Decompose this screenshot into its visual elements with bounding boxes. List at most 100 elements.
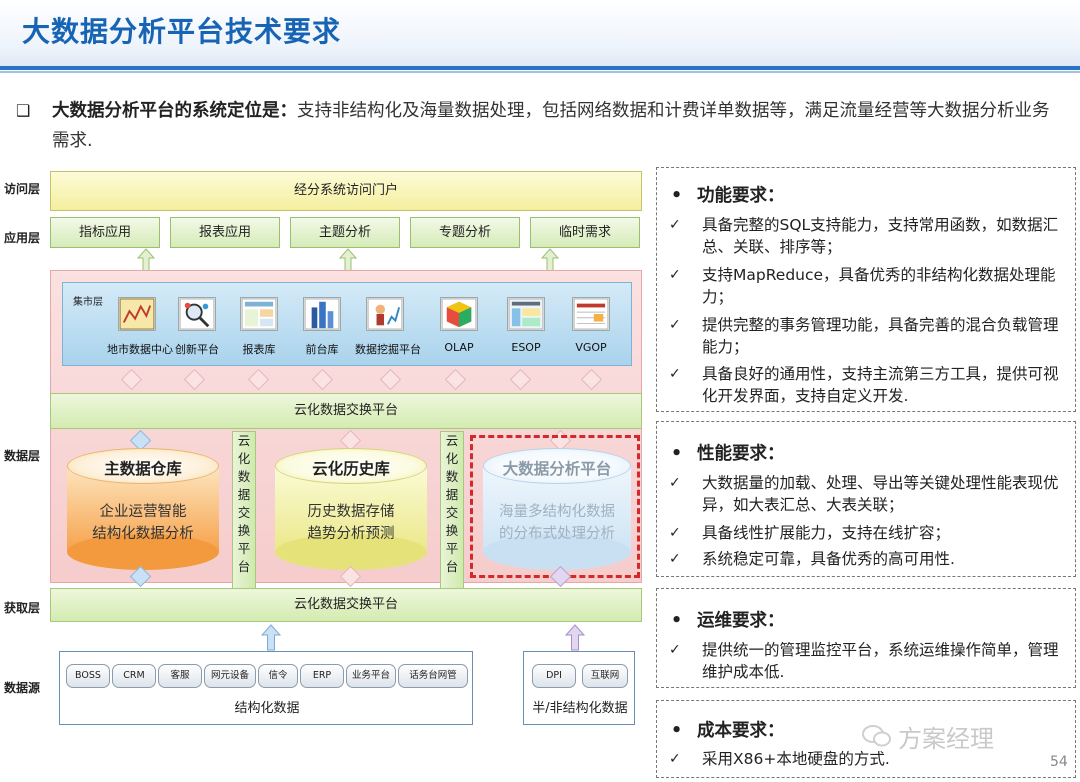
building-icon [303,297,341,331]
checkmark-icon: ✓ [669,314,681,336]
mart-item-label: ESOP [496,341,556,354]
checkmark-icon: ✓ [669,264,681,286]
bullet-icon: • [671,721,697,741]
column-char: 化 [233,450,255,468]
requirement-title-text: 性能要求： [697,444,785,464]
dashboard-icon [507,297,545,331]
column-char: 据 [441,486,463,504]
requirement-item: ✓具备良好的通用性，支持主流第三方工具，提供可视化开发界面，支持自定义开发. [669,363,1073,407]
acquisition-bar: 云化数据交换平台 [50,588,642,622]
column-char: 据 [233,486,255,504]
mart-item-esop: ESOP [496,297,556,354]
page-title: 大数据分析平台技术要求 [22,10,341,50]
bullet-icon: • [671,611,697,631]
title-rule [0,66,1080,70]
source-boss: BOSS [66,664,110,688]
cube-icon [440,297,478,331]
mart-item-olap: OLAP [429,297,489,354]
source-crm: CRM [112,664,156,688]
source-service: 客服 [158,664,202,688]
table-icon [572,297,610,331]
watermark-text: 方案经理 [898,719,994,754]
mart-item-label: 报表库 [229,341,289,357]
portal-bar: 经分系统访问门户 [50,171,642,211]
requirement-text: 大数据量的加载、处理、导出等关键处理性能表现优异，如大表汇总、大表关联； [702,472,1073,516]
checkmark-icon: ✓ [669,548,681,570]
layer-label-data: 数据层 [4,447,40,464]
store-line: 趋势分析预测 [275,522,427,543]
store-title: 主数据仓库 [67,457,219,479]
layer-label-access: 访问层 [4,180,40,197]
column-char: 交 [233,504,255,522]
requirement-title-text: 功能要求： [697,186,785,206]
source-network-element: 网元设备 [204,664,256,688]
source-signaling: 信令 [258,664,298,688]
mart-item-city-center: 地市数据中心 [107,297,167,357]
up-arrow-icon [339,248,357,272]
mart-item-vgop: VGOP [561,297,621,354]
bullet-icon: • [671,444,697,464]
up-arrow-icon [261,624,281,651]
requirement-item: ✓提供完整的事务管理功能，具备完善的混合负载管理能力； [669,314,1073,358]
column-char: 数 [441,468,463,486]
requirement-title: •功能要求： [671,182,785,207]
report-sheet-icon [240,297,278,331]
requirement-title: •成本要求： [671,717,785,742]
requirement-text: 提供统一的管理监控平台，系统运维操作简单，管理维护成本低. [702,639,1073,683]
app-box: 指标应用 [50,217,160,248]
requirement-text: 系统稳定可靠，具备优秀的高可用性. [702,548,1073,570]
source-traffic-nms: 话务台网管 [398,664,468,688]
column-char: 交 [441,504,463,522]
requirement-title: •运维要求： [671,607,785,632]
mart-item-label: VGOP [561,341,621,354]
mart-item-label: 创新平台 [167,341,227,357]
checkmark-icon: ✓ [669,522,681,544]
column-char: 云 [233,432,255,450]
functional-requirements-box: •功能要求： ✓ 具备完整的SQL支持能力，支持常用函数，如数据汇总、关联、排序等… [656,167,1076,412]
column-char: 台 [233,558,255,576]
column-char: 云 [441,432,463,450]
mart-item-label: 数据挖掘平台 [355,341,415,357]
square-bullet-icon: ❑ [16,96,30,126]
history-store-cylinder: 云化历史库 历史数据存储 趋势分析预测 [275,448,427,570]
mart-item-label: 地市数据中心 [107,341,167,357]
store-title: 云化历史库 [275,457,427,479]
column-char: 平 [441,540,463,558]
requirement-title: •性能要求： [671,440,785,465]
highlight-dashed-frame [470,435,640,578]
store-line: 企业运营智能 [67,500,219,521]
magnifier-icon [178,297,216,331]
requirement-text: 具备完整的SQL支持能力，支持常用函数，如数据汇总、关联、排序等； [702,214,1073,258]
requirement-title-text: 成本要求： [697,721,785,741]
requirement-item: ✓ 提供统一的管理监控平台，系统运维操作简单，管理维护成本低. [669,639,1073,683]
mart-item-label: 前台库 [292,341,352,357]
unstructured-caption: 半/非结构化数据 [524,697,636,716]
column-char: 数 [233,468,255,486]
column-char: 台 [441,558,463,576]
structured-caption: 结构化数据 [60,697,474,716]
title-rule-thin [0,71,1080,73]
app-box: 报表应用 [170,217,280,248]
operations-requirements-box: •运维要求： ✓ 提供统一的管理监控平台，系统运维操作简单，管理维护成本低. [656,588,1076,688]
line-chart-icon [118,297,156,331]
structured-sources-group: BOSS CRM 客服 网元设备 信令 ERP 业务平台 话务台网管 结构化数据 [59,651,473,725]
checkmark-icon: ✓ [669,472,681,494]
column-char: 化 [441,450,463,468]
mart-item-innovation: 创新平台 [167,297,227,357]
data-mart-panel: 集市层 地市数据中心 创新平台 报表库 前台库 数据挖掘平台 OLAP ESOP [62,282,632,366]
exchange-column: 云 化 数 据 交 换 平 台 [440,431,464,589]
mart-item-label: OLAP [429,341,489,354]
requirement-text: 具备线性扩展能力，支持在线扩容； [702,522,1073,544]
checkmark-icon: ✓ [669,639,681,661]
store-line: 历史数据存储 [275,500,427,521]
source-dpi: DPI [532,664,576,688]
unstructured-sources-group: DPI 互联网 半/非结构化数据 [523,651,635,725]
up-arrow-icon [541,248,559,272]
mart-item-mining: 数据挖掘平台 [355,297,415,357]
page-number: 54 [1050,754,1068,770]
checkmark-icon: ✓ [669,214,681,236]
requirement-item: ✓支持MapReduce，具备优秀的非结构化数据处理能力； [669,264,1073,308]
app-box: 主题分析 [290,217,400,248]
checkmark-icon: ✓ [669,748,681,770]
performance-requirements-box: •性能要求： ✓ 大数据量的加载、处理、导出等关键处理性能表现优异，如大表汇总、大… [656,421,1076,577]
